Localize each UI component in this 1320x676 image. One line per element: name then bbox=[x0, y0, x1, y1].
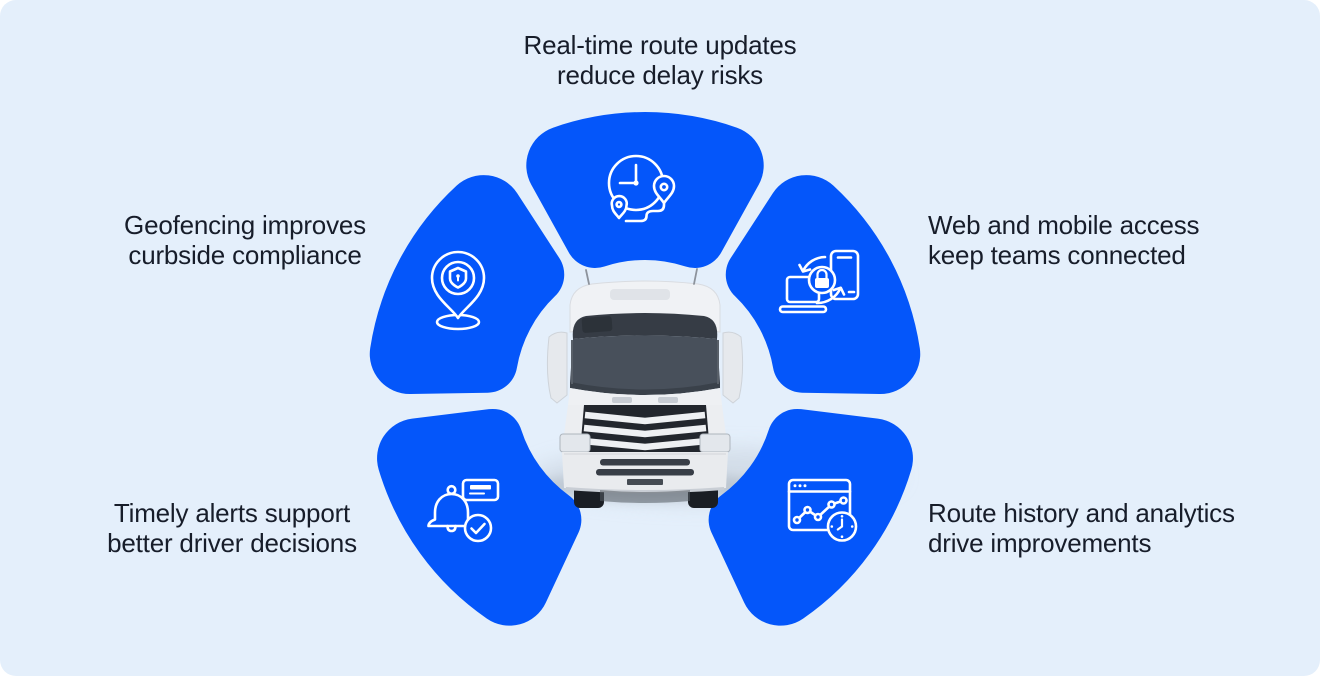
map-pin-small-dot bbox=[615, 200, 623, 209]
chart-node-3 bbox=[813, 512, 823, 522]
history-clock-tick-12 bbox=[840, 515, 844, 518]
truck-cowl-panel bbox=[568, 388, 722, 411]
truck-bumper-slot-bottom bbox=[596, 469, 694, 476]
geofence-inner-ring bbox=[440, 260, 476, 296]
label-real-time-routes-line1: Real-time route updates bbox=[523, 30, 797, 60]
label-timely-alerts: Timely alerts support better driver deci… bbox=[82, 498, 382, 558]
label-geofencing: Geofencing improves curbside compliance bbox=[95, 210, 395, 270]
web-mobile-sync-icon bbox=[778, 249, 860, 314]
history-clock-tick-6 bbox=[840, 535, 844, 538]
truck-grille-slats bbox=[582, 411, 708, 451]
truck-headlight-left bbox=[559, 433, 591, 453]
label-route-history: Route history and analytics drive improv… bbox=[928, 498, 1268, 558]
truck-cowl-vent-right bbox=[658, 397, 678, 403]
truck-deflector-left bbox=[546, 331, 568, 404]
truck-bumper-slot-top bbox=[600, 459, 690, 466]
truck-cowl-vent-left bbox=[612, 397, 632, 403]
history-clock-tick-3 bbox=[850, 525, 854, 528]
chart-node-5 bbox=[839, 496, 848, 505]
bell-clapper-nub bbox=[446, 524, 457, 533]
truck-deflector-right bbox=[722, 331, 744, 404]
label-geofencing-line1: Geofencing improves bbox=[124, 210, 366, 240]
label-timely-alerts-line2: better driver decisions bbox=[107, 528, 357, 558]
alert-bell-icon bbox=[427, 478, 500, 543]
label-web-mobile-line2: keep teams connected bbox=[928, 240, 1186, 270]
sync-arrow-top bbox=[801, 255, 827, 273]
notification-card bbox=[461, 478, 500, 502]
history-clock-hands bbox=[836, 518, 844, 531]
truck-windshield-base bbox=[570, 382, 720, 395]
truck-windshield bbox=[570, 335, 720, 394]
label-route-history-line1: Route history and analytics bbox=[928, 498, 1235, 528]
truck-antennas bbox=[585, 268, 698, 285]
sync-arrow-bottom bbox=[815, 286, 842, 305]
petal-top bbox=[526, 112, 764, 268]
bell-body bbox=[427, 492, 476, 528]
truck-plate-recess bbox=[627, 479, 663, 485]
lock-body bbox=[815, 278, 829, 288]
browser-dot-1 bbox=[793, 484, 797, 488]
chart-node-2 bbox=[803, 505, 812, 515]
sync-arrow-bottom-head bbox=[832, 286, 846, 296]
label-real-time-routes-line2: reduce delay risks bbox=[557, 60, 763, 90]
chart-node-4 bbox=[827, 500, 836, 509]
label-real-time-routes: Real-time route updates reduce delay ris… bbox=[460, 30, 860, 90]
truck-headlight-right bbox=[699, 433, 731, 453]
check-mark bbox=[470, 522, 486, 535]
label-route-history-line2: drive improvements bbox=[928, 528, 1152, 558]
history-clock-tick-9 bbox=[830, 525, 834, 528]
browser-window bbox=[787, 478, 852, 532]
label-geofencing-line2: curbside compliance bbox=[128, 240, 362, 270]
clock-center-dot bbox=[633, 180, 639, 186]
map-pin-large-dot bbox=[659, 182, 669, 192]
lock-shackle bbox=[816, 268, 828, 280]
geofence-shield bbox=[448, 266, 468, 289]
notification-card-bar bbox=[470, 485, 491, 490]
truck-illustration bbox=[546, 268, 744, 508]
laptop-base bbox=[778, 305, 828, 314]
truck-mirror-arms bbox=[571, 340, 719, 384]
geofence-pin-icon bbox=[430, 250, 486, 331]
label-web-mobile-line1: Web and mobile access bbox=[928, 210, 1200, 240]
label-timely-alerts-line1: Timely alerts support bbox=[113, 498, 351, 528]
route-line bbox=[624, 201, 666, 223]
browser-dot-2 bbox=[798, 484, 802, 488]
route-clock-icon bbox=[607, 154, 676, 223]
chart-node-1 bbox=[792, 515, 802, 525]
browser-dot-3 bbox=[803, 484, 807, 488]
sync-arrow-top-head bbox=[798, 263, 812, 273]
truck-mirror-housing bbox=[581, 316, 613, 333]
truck-roof-vent bbox=[610, 289, 670, 300]
analytics-history-icon bbox=[787, 478, 858, 542]
truck-under-shadow bbox=[600, 490, 690, 503]
check-circle bbox=[463, 513, 493, 543]
label-web-mobile: Web and mobile access keep teams connect… bbox=[928, 210, 1258, 270]
